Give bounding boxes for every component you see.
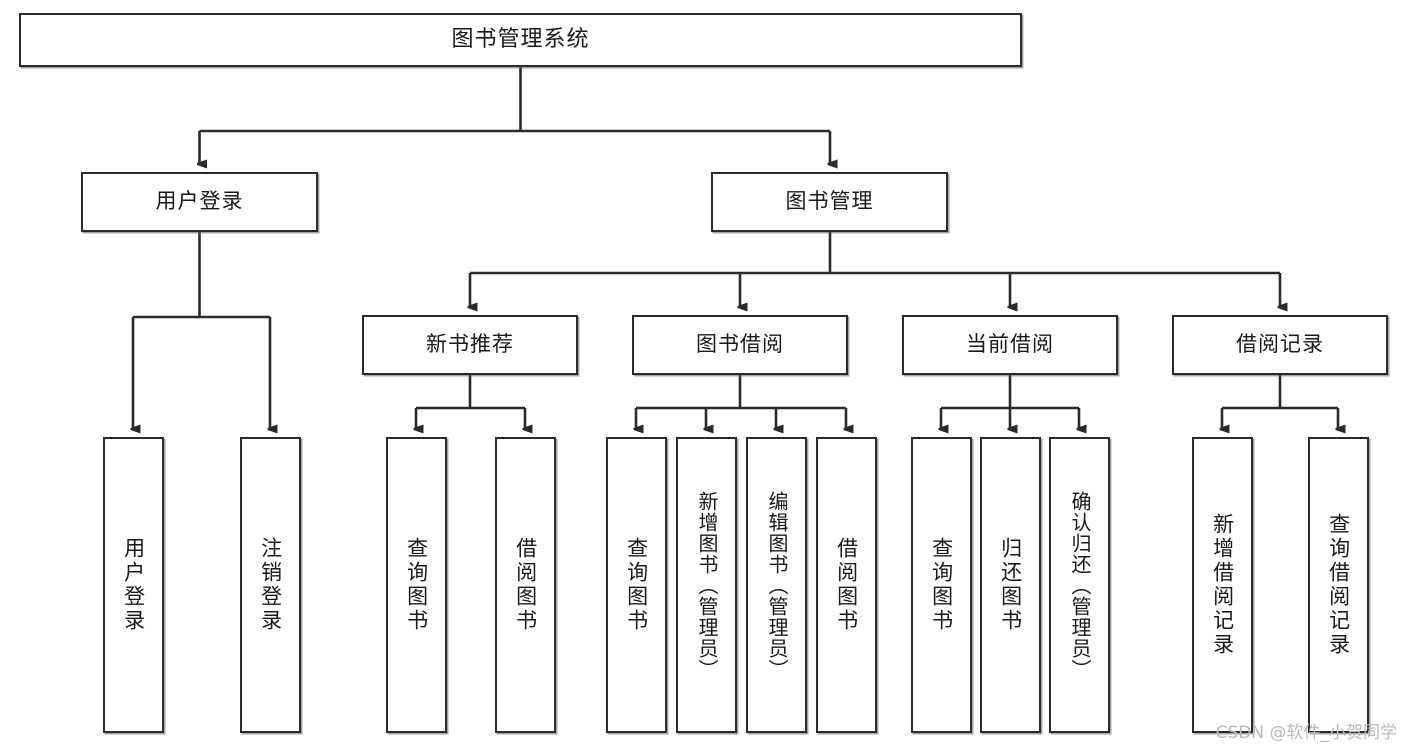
node-label: 查询图书 (404, 537, 429, 633)
node-label: 新书推荐 (426, 332, 514, 357)
node-book-borrow[interactable]: 图书借阅 (632, 315, 848, 375)
node-current-borrow[interactable]: 当前借阅 (902, 315, 1118, 375)
leaf-query-book-borrow[interactable]: 查询图书 (606, 437, 667, 733)
node-label: 查询图书 (624, 537, 649, 633)
leaf-borrow-book-recommend[interactable]: 借阅图书 (495, 437, 556, 733)
node-label: 借阅记录 (1236, 332, 1324, 357)
leaf-logout[interactable]: 注销登录 (240, 437, 301, 733)
node-label: 借阅图书 (834, 537, 859, 633)
node-borrow-record[interactable]: 借阅记录 (1172, 315, 1388, 375)
node-label: 确认归还（管理员） (1068, 490, 1092, 680)
node-label: 借阅图书 (513, 537, 538, 633)
leaf-query-book-recommend[interactable]: 查询图书 (386, 437, 447, 733)
node-label: 当前借阅 (966, 332, 1054, 357)
leaf-confirm-return-admin[interactable]: 确认归还（管理员） (1049, 437, 1110, 733)
node-book-management[interactable]: 图书管理 (711, 172, 948, 232)
leaf-query-borrow-record[interactable]: 查询借阅记录 (1308, 437, 1369, 733)
node-label: 用户登录 (121, 537, 146, 633)
node-label: 编辑图书（管理员） (765, 490, 789, 680)
node-label: 用户登录 (155, 189, 244, 214)
node-label: 图书管理 (785, 189, 874, 214)
node-new-book-recommend[interactable]: 新书推荐 (362, 315, 578, 375)
node-label: 归还图书 (998, 537, 1023, 633)
leaf-edit-book-admin[interactable]: 编辑图书（管理员） (746, 437, 807, 733)
leaf-add-borrow-record[interactable]: 新增借阅记录 (1192, 437, 1253, 733)
node-label: 新增图书（管理员） (695, 490, 719, 680)
leaf-borrow-book[interactable]: 借阅图书 (816, 437, 877, 733)
leaf-add-book-admin[interactable]: 新增图书（管理员） (676, 437, 737, 733)
node-label: 新增借阅记录 (1210, 513, 1235, 657)
node-root-system[interactable]: 图书管理系统 (19, 13, 1022, 67)
node-user-login[interactable]: 用户登录 (81, 172, 318, 232)
node-label: 查询借阅记录 (1326, 513, 1351, 657)
node-label: 图书借阅 (696, 332, 784, 357)
node-label: 注销登录 (258, 537, 283, 633)
node-label: 图书管理系统 (451, 26, 590, 52)
leaf-return-book[interactable]: 归还图书 (980, 437, 1041, 733)
node-label: 查询图书 (929, 537, 954, 633)
leaf-query-book-current[interactable]: 查询图书 (911, 437, 972, 733)
leaf-user-login[interactable]: 用户登录 (103, 437, 164, 733)
